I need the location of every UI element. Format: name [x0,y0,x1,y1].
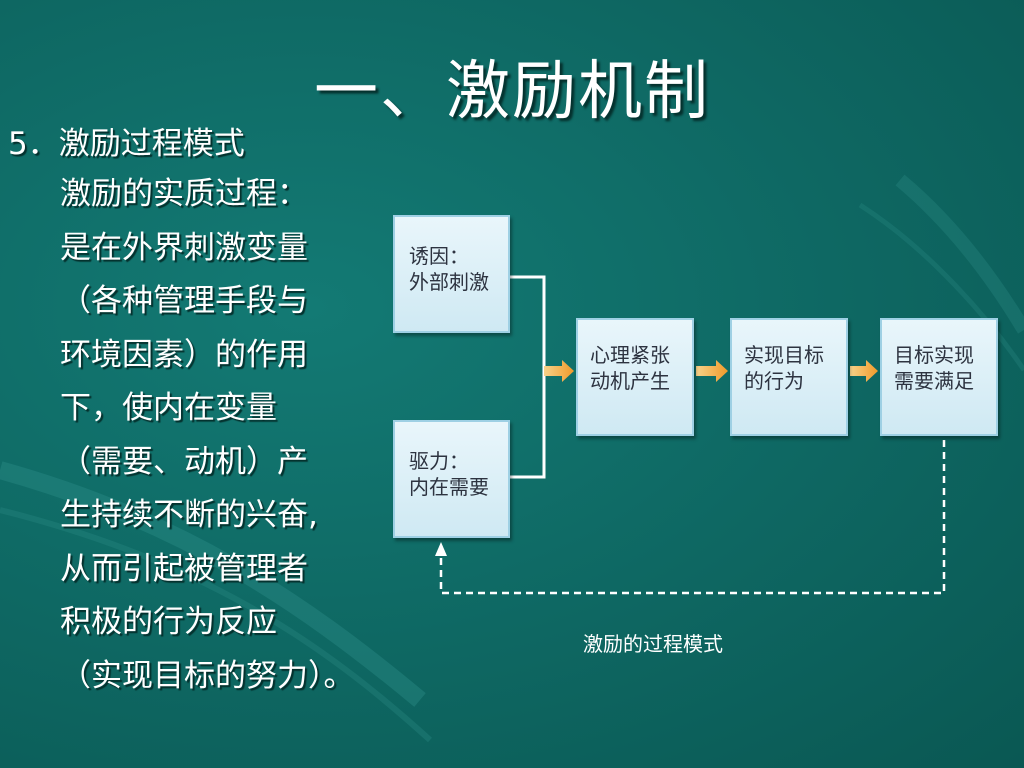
body-line: 积极的行为反应 [60,604,277,640]
body-line: 下，使内在变量 [60,390,277,426]
node-label: 内在需要 [409,475,489,499]
node-inducement: 诱因： 外部刺激 [393,215,510,333]
node-label: 驱力： [409,449,469,473]
body-line: 从而引起被管理者 [60,550,308,587]
body-line: （需要、动机）产 [60,443,308,480]
node-psychological-tension: 心理紧张 动机产生 [576,318,694,436]
node-label: 目标实现 [894,343,974,367]
body-line: 激励的实质过程： [60,176,308,212]
node-label: 实现目标 [744,343,824,367]
section-heading: 5．激励过程模式 [8,126,245,162]
node-label: 外部刺激 [409,270,489,294]
node-label: 动机产生 [590,369,670,393]
arrow-to-satisfaction [850,360,878,382]
node-need-satisfaction: 目标实现 需要满足 [880,318,998,436]
body-line: 生持续不断的兴奋, [60,497,318,533]
node-label: 的行为 [744,369,804,393]
bracket-connector [510,275,546,479]
node-label: 需要满足 [894,369,974,393]
feedback-dashed-line [439,440,946,595]
node-goal-behavior: 实现目标 的行为 [730,318,848,436]
body-paragraph: 激励的实质过程： 是在外界刺激变量 （各种管理手段与 环境因素）的作用 下，使内… [60,168,390,703]
body-line: 是在外界刺激变量 [60,229,308,266]
body-line: （实现目标的努力）。 [60,657,355,694]
node-label: 心理紧张 [590,343,670,367]
feedback-arrowhead [435,542,447,556]
slide-title: 一、激励机制 [314,55,710,129]
node-label: 诱因： [409,244,469,268]
node-drive: 驱力： 内在需要 [393,420,510,538]
body-line: （各种管理手段与 [60,283,308,319]
diagram-caption: 激励的过程模式 [583,632,723,656]
arrow-to-behavior [696,360,728,382]
body-line: 环境因素）的作用 [60,336,308,373]
arrow-to-tension [544,360,574,382]
